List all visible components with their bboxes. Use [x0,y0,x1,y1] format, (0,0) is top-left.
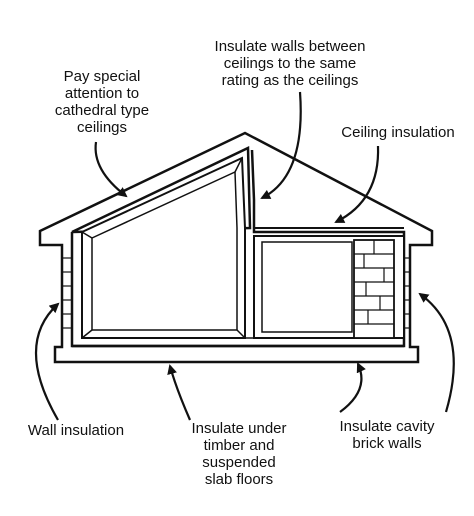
label-walls-between-ceilings: Insulate walls between ceilings to the s… [214,38,366,89]
house-structure [38,131,434,364]
label-wall-insulation: Wall insulation [27,422,125,439]
left-wall-bricks [62,257,72,329]
callout-arrows [34,91,455,421]
label-cavity-brick-walls: Insulate cavity brick walls [339,418,435,452]
label-cathedral-ceilings: Pay special attention to cathedral type … [54,68,150,136]
label-ceiling-insulation: Ceiling insulation [341,124,455,141]
right-brick-wall [353,239,395,339]
label-under-floor: Insulate under timber and suspended slab… [191,420,287,488]
arrow-ceiling [334,145,380,223]
right-outer-bricks [404,257,410,329]
arrow-under-floor-left [167,364,192,421]
arrow-wall [34,302,60,421]
arrow-cavity [418,292,455,413]
arrow-cathedral [94,141,128,198]
arrow-under-floor-right [339,362,366,413]
cathedral-room-inner [91,170,238,331]
right-wall-bricks [354,240,394,325]
arrow-walls-between [260,91,302,199]
